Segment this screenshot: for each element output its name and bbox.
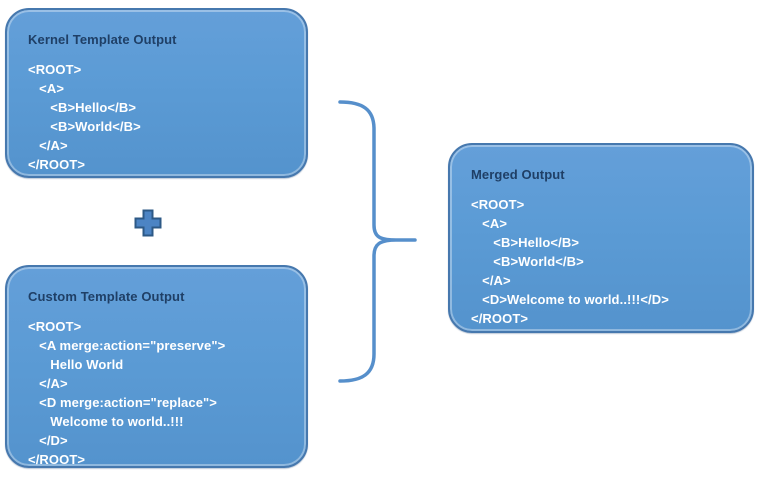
kernel-box-title: Kernel Template Output xyxy=(28,32,177,47)
merged-box-code: <ROOT> <A> <B>Hello</B> <B>World</B> </A… xyxy=(471,197,669,326)
kernel-template-output-box: Kernel Template Output <ROOT> <A> <B>Hel… xyxy=(5,8,308,178)
custom-box-title: Custom Template Output xyxy=(28,289,185,304)
custom-template-output-box: Custom Template Output <ROOT> <A merge:a… xyxy=(5,265,308,468)
kernel-box-code: <ROOT> <A> <B>Hello</B> <B>World</B> </A… xyxy=(28,62,141,172)
custom-box-code: <ROOT> <A merge:action="preserve"> Hello… xyxy=(28,319,226,467)
merged-output-box: Merged Output <ROOT> <A> <B>Hello</B> <B… xyxy=(448,143,754,333)
merged-box-title: Merged Output xyxy=(471,167,565,182)
plus-icon xyxy=(134,209,162,237)
right-brace-icon xyxy=(338,100,417,383)
